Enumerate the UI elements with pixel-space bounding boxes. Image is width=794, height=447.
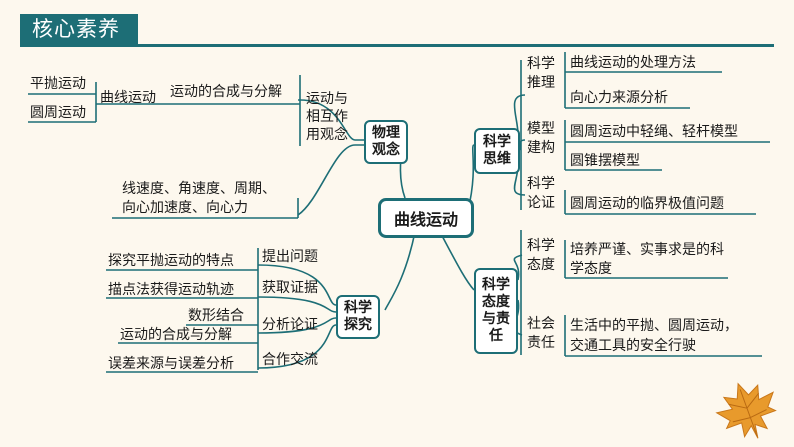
thinking-group1-line2: 推理	[527, 75, 555, 91]
sub-concept-line3: 用观念	[306, 127, 348, 143]
inquiry-item-5: 误差来源与误差分析	[108, 356, 234, 372]
node-scientific-thinking: 科学 思维	[474, 128, 520, 174]
node-attitude-line4: 任	[489, 328, 503, 344]
step-analyze: 分析论证	[262, 317, 318, 333]
thinking-group3-line1: 科学	[527, 176, 555, 192]
branch-quantities-line1: 线速度、角速度、周期、	[122, 181, 276, 197]
node-physics-concept-line1: 物理	[372, 125, 400, 141]
page-title: 核心素养	[32, 17, 120, 41]
maple-leaf-icon	[708, 378, 788, 444]
thinking-item-4: 圆锥摆模型	[570, 153, 640, 169]
sub-concept-line2: 相互作	[306, 109, 348, 125]
attitude-group2-line2: 责任	[527, 335, 555, 351]
attitude-group1-line1: 科学	[527, 238, 555, 254]
thinking-group2-line1: 模型	[527, 121, 555, 137]
inquiry-item-1: 探究平抛运动的特点	[108, 253, 234, 269]
thinking-item-3: 圆周运动中轻绳、轻杆模型	[570, 124, 738, 140]
node-attitude-line1: 科学	[482, 277, 510, 293]
step-evidence: 获取证据	[262, 280, 318, 296]
thinking-item-2: 向心力来源分析	[570, 90, 668, 106]
header-bar	[20, 14, 138, 44]
node-attitude-responsibility: 科学 态度 与责 任	[474, 268, 518, 354]
node-physics-concept-line2: 观念	[372, 142, 400, 158]
node-inquiry-line2: 探究	[344, 317, 372, 333]
node-thinking-line1: 科学	[483, 134, 511, 150]
thinking-group1-line1: 科学	[527, 56, 555, 72]
inquiry-item-4: 运动的合成与分解	[120, 327, 232, 343]
thinking-item-5: 圆周运动的临界极值问题	[570, 196, 724, 212]
node-physics-concept: 物理 观念	[364, 120, 408, 164]
attitude-group1-line2: 态度	[527, 257, 555, 273]
attitude-text1-line2: 学态度	[570, 261, 612, 277]
center-topic: 曲线运动	[378, 198, 474, 238]
attitude-text1-line1: 培养严谨、实事求是的科	[570, 242, 724, 258]
inquiry-item-3: 数形结合	[188, 308, 244, 324]
step-ask: 提出问题	[262, 249, 318, 265]
node-thinking-line2: 思维	[483, 151, 511, 167]
step-cooperate: 合作交流	[262, 352, 318, 368]
branch-composition: 运动的合成与分解	[170, 84, 282, 100]
thinking-group3-line2: 论证	[527, 195, 555, 211]
node-attitude-line2: 态度	[482, 294, 510, 310]
thinking-item-1: 曲线运动的处理方法	[570, 55, 696, 71]
node-inquiry-line1: 科学	[344, 300, 372, 316]
attitude-text2-line1: 生活中的平抛、圆周运动，	[570, 318, 738, 334]
thinking-group2-line2: 建构	[527, 140, 555, 156]
header-underline	[20, 44, 774, 47]
branch-curve-motion: 曲线运动	[100, 90, 156, 106]
leaf-circular: 圆周运动	[30, 105, 86, 121]
node-attitude-line3: 与责	[482, 311, 510, 327]
branch-quantities-line2: 向心加速度、向心力	[122, 200, 248, 216]
node-scientific-inquiry: 科学 探究	[336, 295, 380, 339]
inquiry-item-2: 描点法获得运动轨迹	[108, 282, 234, 298]
leaf-projectile: 平抛运动	[30, 76, 86, 92]
attitude-group2-line1: 社会	[527, 316, 555, 332]
attitude-text2-line2: 交通工具的安全行驶	[570, 338, 696, 354]
sub-concept-line1: 运动与	[306, 91, 348, 107]
